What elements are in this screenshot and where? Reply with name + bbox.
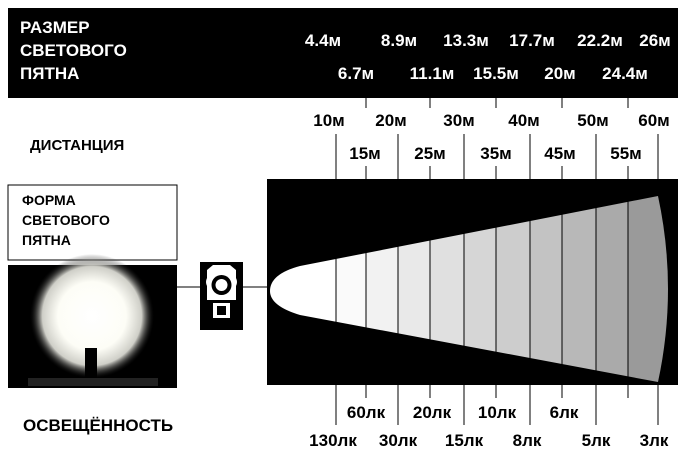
spot-size-label: 4.4м [305, 31, 341, 50]
distance-value: 40м [508, 111, 540, 130]
spot-size-label: 8.9м [381, 31, 417, 50]
light-spot-photo [8, 254, 177, 388]
distance-value: 50м [577, 111, 609, 130]
beam-band [496, 196, 530, 382]
distance-value: 60м [638, 111, 670, 130]
illuminance-value: 3лк [640, 431, 669, 450]
distance-guides [335, 98, 659, 179]
illuminance-value: 60лк [347, 403, 386, 422]
beam-guides [335, 179, 629, 385]
illuminance-value: 130лк [309, 431, 357, 450]
distance-value: 15м [349, 144, 381, 163]
header-title-line-1: РАЗМЕР [20, 18, 90, 37]
spot-size-label: 15.5м [473, 64, 519, 83]
spot-shape-label-line-3: ПЯТНА [22, 232, 71, 248]
header-title-line-2: СВЕТОВОГО [20, 41, 127, 60]
beam-band [562, 196, 596, 382]
illuminance-value: 8лк [513, 431, 542, 450]
spot-shape-label-line-1: ФОРМА [22, 192, 76, 208]
spot-size-label: 6.7м [338, 64, 374, 83]
illuminance-value: 10лк [478, 403, 517, 422]
flashlight-icon [200, 262, 243, 330]
illuminance-value: 6лк [550, 403, 579, 422]
spot-shape-label-box [7, 184, 178, 261]
spot-size-label: 22.2м [577, 31, 623, 50]
beam-band [628, 196, 668, 382]
illuminance-value: 30лк [379, 431, 418, 450]
illuminance-value: 15лк [445, 431, 484, 450]
illuminance-value: 5лк [582, 431, 611, 450]
beam-band [596, 196, 628, 382]
spot-size-label: 20м [544, 64, 576, 83]
beam-band [530, 196, 562, 382]
spot-size-label: 13.3м [443, 31, 489, 50]
spot-size-label: 26м [639, 31, 671, 50]
illuminance-label: ОСВЕЩЁННОСТЬ [23, 416, 173, 435]
spot-size-label: 17.7м [509, 31, 555, 50]
illuminance-value: 20лк [413, 403, 452, 422]
spot-shape-label-line-2: СВЕТОВОГО [22, 212, 110, 228]
header-title-line-3: ПЯТНА [20, 64, 79, 83]
distance-value: 20м [375, 111, 407, 130]
illuminance-guides [335, 385, 659, 425]
distance-value: 45м [544, 144, 576, 163]
distance-value: 10м [313, 111, 345, 130]
spot-size-label: 11.1м [410, 64, 455, 83]
distance-value: 30м [443, 111, 475, 130]
distance-value: 25м [414, 144, 446, 163]
distance-value: 55м [610, 144, 642, 163]
header-band [8, 8, 678, 98]
distance-value: 35м [480, 144, 512, 163]
distance-label: ДИСТАНЦИЯ [30, 137, 124, 154]
spot-size-label: 24.4м [602, 64, 648, 83]
